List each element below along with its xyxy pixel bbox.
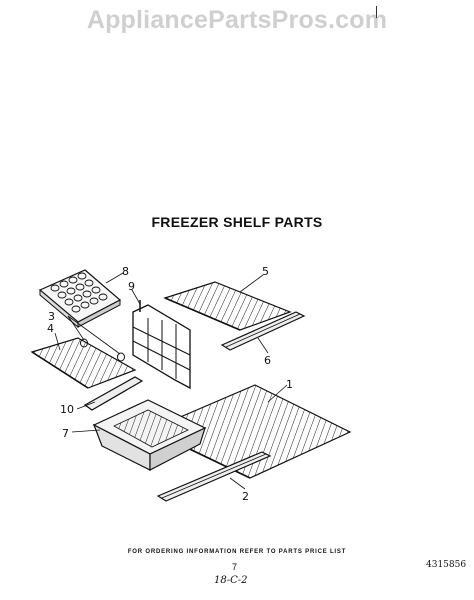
callout-8: 8 [122,265,129,278]
handwritten-note: 18-C-2 [214,575,248,586]
upper-wire-shelf [163,281,292,331]
document-number: 4315856 [426,560,467,570]
callout-4: 4 [47,322,54,335]
callout-1: 1 [286,378,293,391]
callout-3: 3 [48,310,55,323]
watermark: AppliancePartsPros.com [86,6,388,34]
ordering-info-footer: FOR ORDERING INFORMATION REFER TO PARTS … [127,549,347,555]
page-tick-mark [376,6,377,18]
ice-cube-tray [38,269,122,329]
left-shelf-rail [83,376,144,411]
left-wire-shelf [30,337,137,389]
callout-6: 6 [264,354,271,367]
callout-7: 7 [62,427,69,440]
callout-leaders [54,272,288,490]
callout-10: 10 [60,403,74,416]
shelf-divider-grid [132,300,191,390]
diagram-title: FREEZER SHELF PARTS [151,214,323,230]
upper-shelf-rail [220,311,306,351]
callout-5: 5 [262,265,269,278]
callout-9: 9 [128,280,135,293]
freezer-basket [92,399,207,471]
lower-shelf-rail [156,451,272,502]
page-number: 7 [232,562,238,572]
callout-2: 2 [242,490,249,503]
